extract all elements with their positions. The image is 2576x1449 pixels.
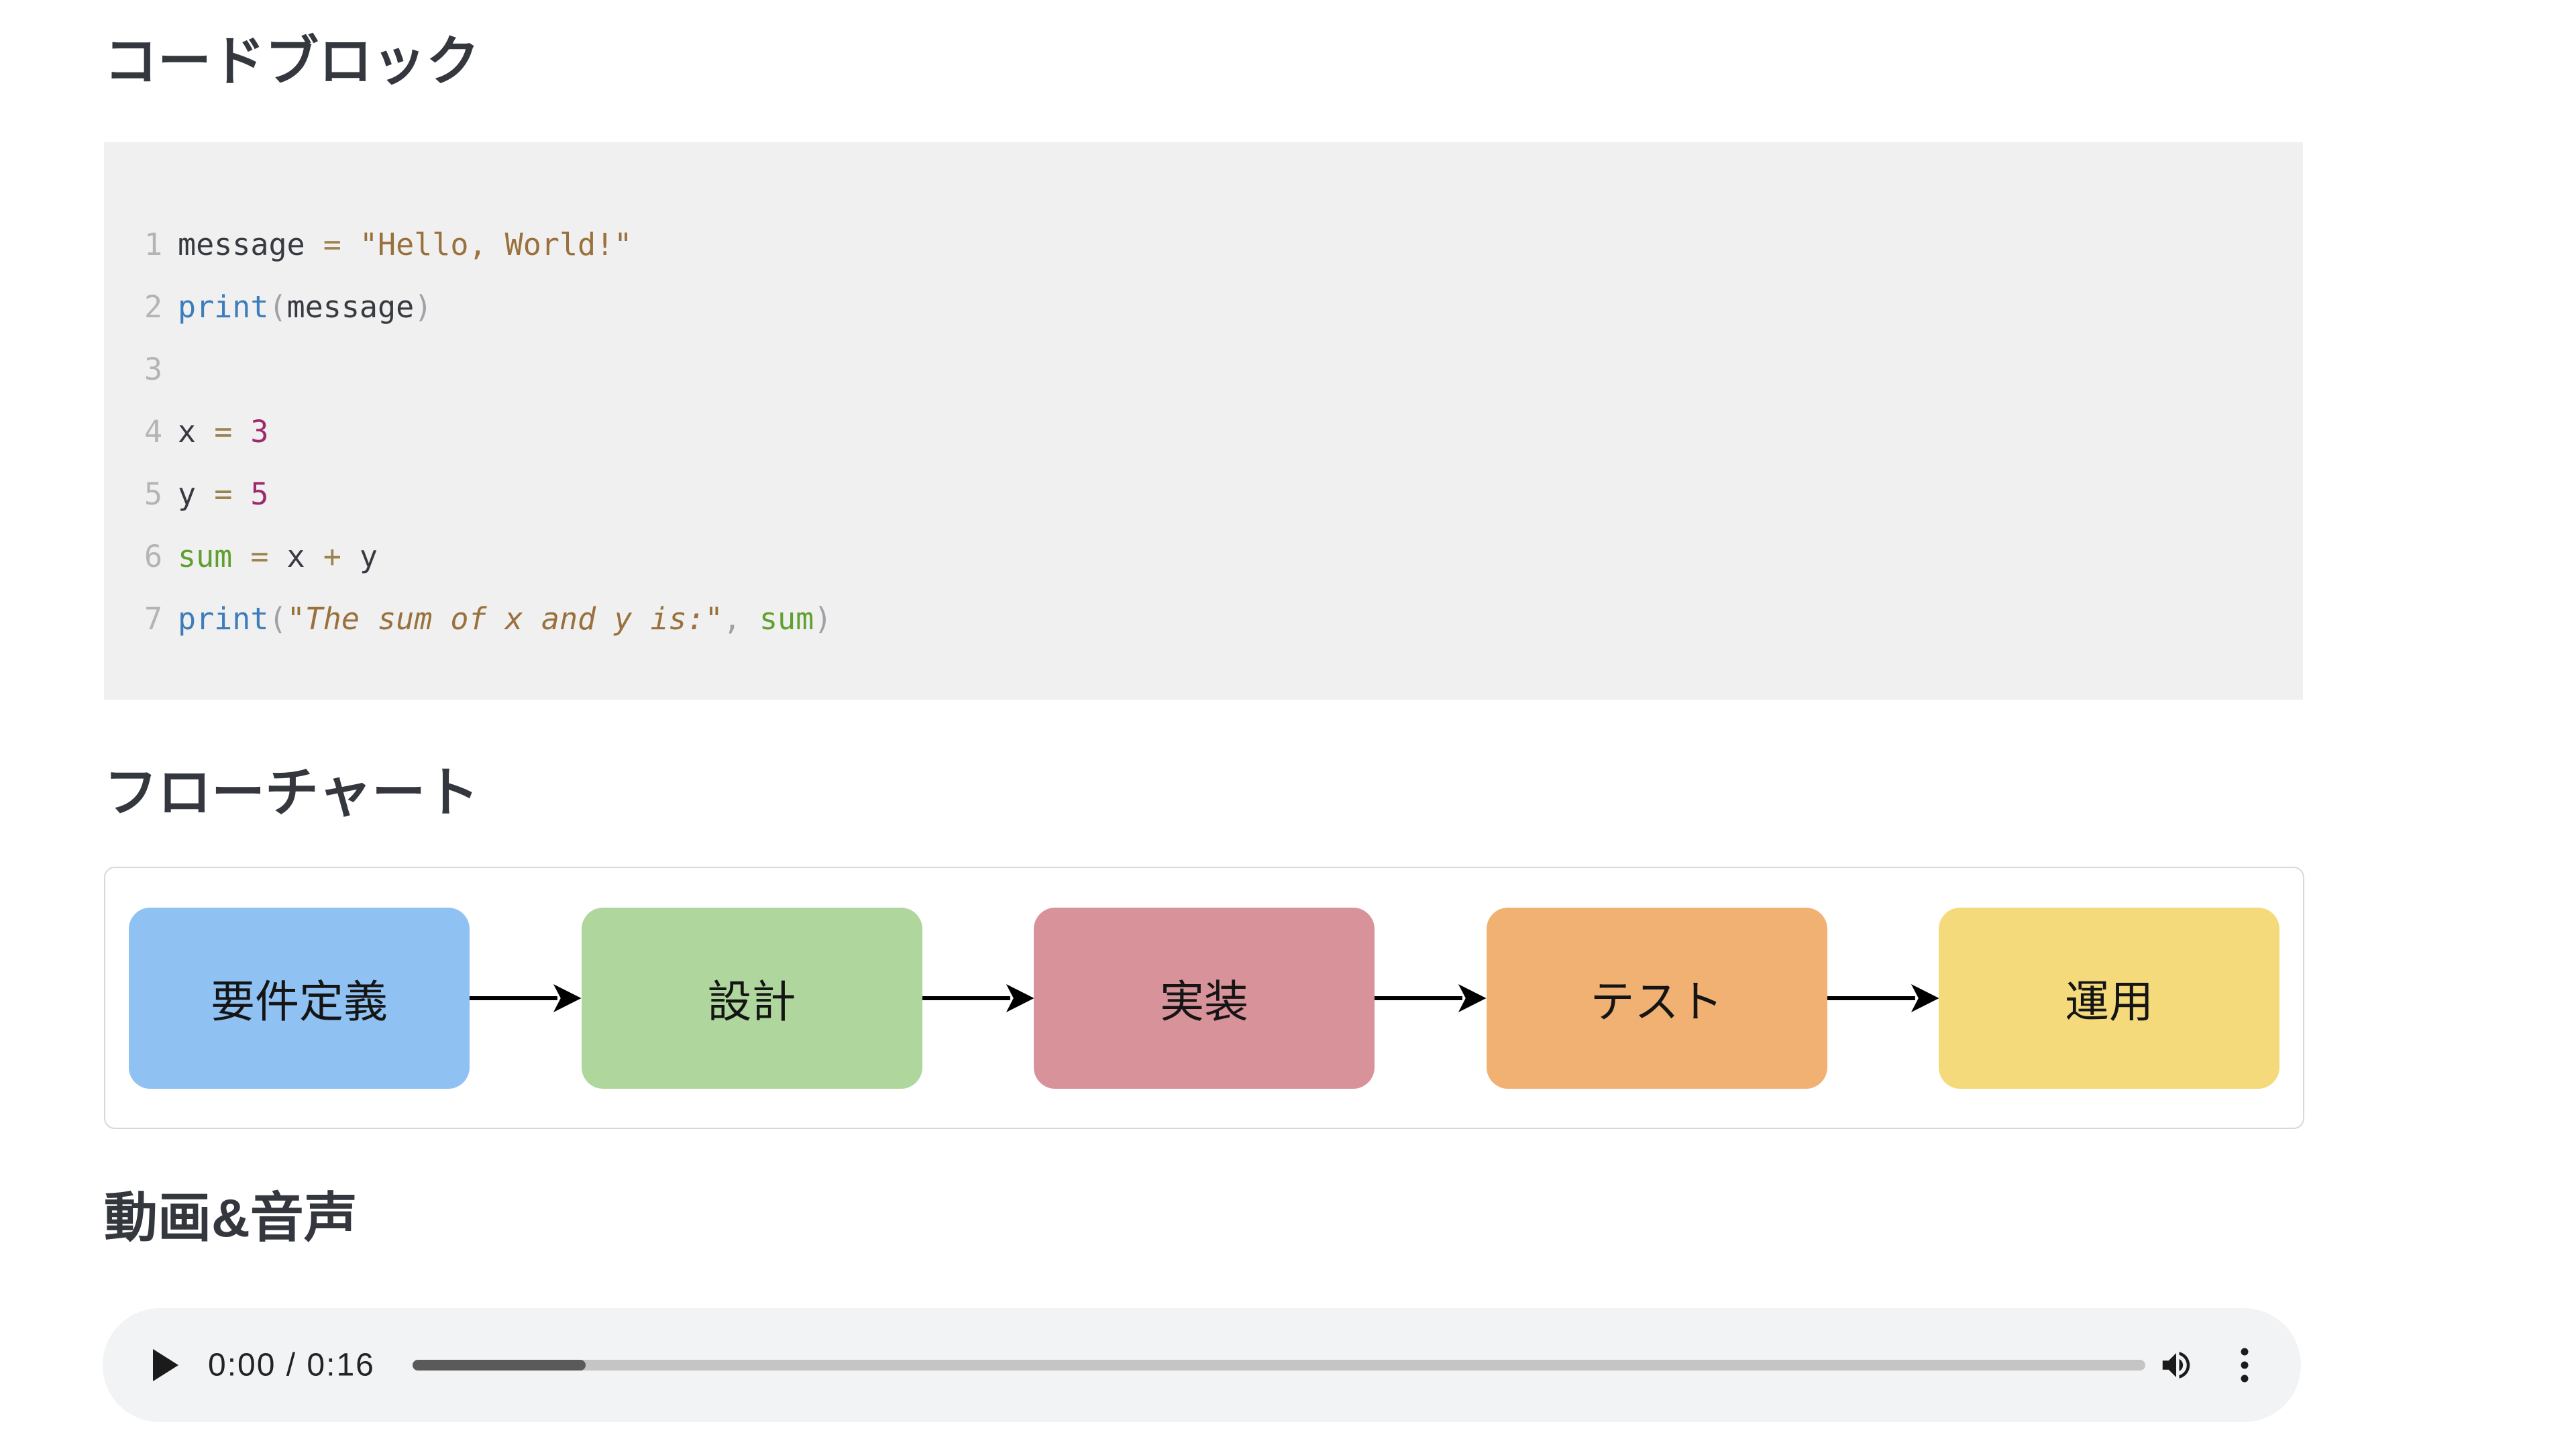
play-button[interactable] xyxy=(153,1349,178,1381)
code-token: , xyxy=(722,601,741,637)
code-block-heading: コードブロック xyxy=(104,32,480,91)
code-token: print xyxy=(178,601,269,637)
line-number: 1 xyxy=(144,227,163,262)
code-line: 6 sum = x + y xyxy=(144,525,2263,588)
flow-step: 運用 xyxy=(1939,907,2279,1089)
flowchart-heading: フローチャート xyxy=(104,763,480,822)
line-number: 7 xyxy=(144,601,163,637)
arrow-right-icon xyxy=(922,978,1034,1018)
code-token: = xyxy=(214,414,233,449)
flow-step: テスト xyxy=(1486,907,1827,1089)
arrow-right-icon xyxy=(1375,978,1487,1018)
media-heading: 動画&音声 xyxy=(104,1188,358,1248)
code-token: x xyxy=(268,539,323,574)
code-token xyxy=(232,414,250,449)
arrow-right-icon xyxy=(1827,978,1939,1018)
code-token: "Hello, World!" xyxy=(359,227,633,262)
code-token: + xyxy=(323,539,341,574)
code-token: ) xyxy=(414,289,433,325)
code-line: 1 message = "Hello, World!" xyxy=(144,213,2263,276)
flowchart: 要件定義設計実装テスト運用 xyxy=(104,867,2304,1129)
code-line: 7 print("The sum of x and y is:", sum) xyxy=(144,588,2263,650)
code-token: 3 xyxy=(250,414,269,449)
code-token: sum xyxy=(759,601,814,637)
seek-bar[interactable] xyxy=(413,1360,2145,1371)
overflow-menu-icon xyxy=(2241,1348,2249,1383)
flow-step: 実装 xyxy=(1034,907,1375,1089)
code-token: ( xyxy=(268,601,287,637)
code-token: print xyxy=(178,289,269,325)
code-token: message xyxy=(178,227,305,262)
code-token: = xyxy=(250,539,269,574)
code-token: y xyxy=(341,539,378,574)
code-token: message xyxy=(286,289,415,325)
code-token: ( xyxy=(268,289,287,325)
code-token: y xyxy=(178,476,215,512)
code-token xyxy=(232,539,250,574)
code-token xyxy=(341,227,360,262)
line-number: 6 xyxy=(144,539,163,574)
code-line: 2 print(message) xyxy=(144,276,2263,338)
line-number: 5 xyxy=(144,476,163,512)
flow-step: 要件定義 xyxy=(129,907,470,1089)
code-token: x xyxy=(178,414,215,449)
flowchart-row: 要件定義設計実装テスト運用 xyxy=(129,907,2279,1089)
overflow-menu-button[interactable] xyxy=(2236,1346,2253,1384)
audio-player: 0:00 / 0:16 xyxy=(103,1308,2301,1422)
volume-up-icon xyxy=(2162,1352,2190,1379)
code-token xyxy=(305,227,323,262)
code-token: ) xyxy=(814,601,833,637)
code-token: sum xyxy=(178,539,233,574)
line-number: 2 xyxy=(144,289,163,325)
code-token xyxy=(741,601,759,637)
line-number: 4 xyxy=(144,414,163,449)
code-token: = xyxy=(214,476,233,512)
code-token: = xyxy=(323,227,341,262)
code-token: "The sum of x and y is:" xyxy=(286,601,723,637)
time-display: 0:00 / 0:16 xyxy=(208,1347,375,1383)
code-token xyxy=(232,476,250,512)
play-icon xyxy=(153,1349,178,1381)
code-line: 3 xyxy=(144,338,2263,400)
flow-step: 設計 xyxy=(581,907,922,1089)
code-token: 5 xyxy=(250,476,269,512)
seek-bar-progress xyxy=(413,1360,586,1371)
volume-button[interactable] xyxy=(2158,1347,2194,1383)
arrow-right-icon xyxy=(470,978,582,1018)
line-number: 3 xyxy=(144,352,163,387)
